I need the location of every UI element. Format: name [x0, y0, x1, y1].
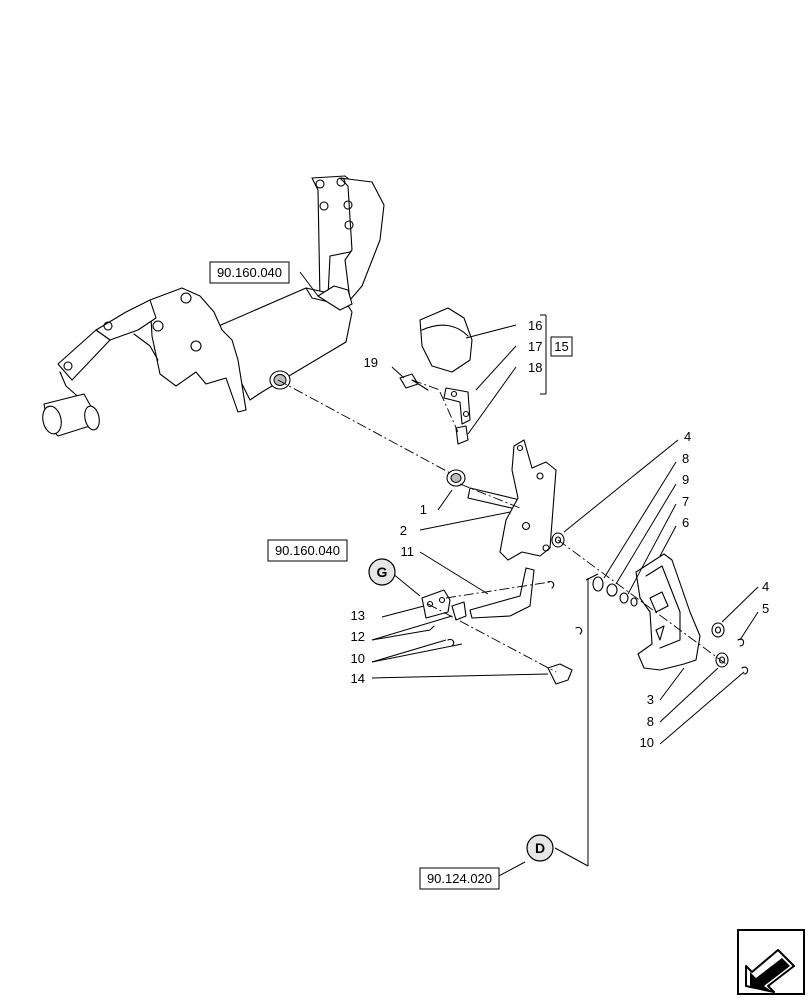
callout-6: 6: [682, 515, 689, 530]
callout-4-top: 4: [684, 429, 691, 444]
callout-10-left: 10: [351, 651, 365, 666]
hardware-left: [421, 589, 573, 685]
callout-12: 12: [351, 629, 365, 644]
reference-box-bottom[interactable]: 90.124.020: [419, 867, 500, 890]
assembly-axes: [277, 379, 727, 673]
washers: [547, 532, 638, 635]
callout-1: 1: [420, 502, 427, 517]
callout-8-top: 8: [682, 451, 689, 466]
callout-16: 16: [528, 318, 542, 333]
group-box-15: 15: [550, 336, 573, 357]
reference-top-text: 90.160.040: [217, 265, 282, 280]
badge-g[interactable]: G: [368, 558, 396, 586]
leader-lines: [299, 271, 759, 879]
callout-13: 13: [351, 608, 365, 623]
sector-plate: [635, 553, 701, 671]
callout-18: 18: [528, 360, 542, 375]
callout-4-right: 4: [762, 579, 769, 594]
callout-14: 14: [351, 671, 365, 686]
group-box-text: 15: [554, 339, 568, 354]
pedal-pad-assembly: [399, 307, 473, 445]
reference-mid-text: 90.160.040: [275, 543, 340, 558]
badge-d[interactable]: D: [526, 834, 554, 862]
callout-8-bottom: 8: [647, 714, 654, 729]
hardware-right: [711, 622, 749, 675]
callout-10-bottom: 10: [640, 735, 654, 750]
badge-g-text: G: [377, 564, 388, 580]
navigation-arrow-icon[interactable]: [737, 929, 805, 995]
reference-box-mid[interactable]: 90.160.040: [267, 539, 348, 562]
callout-9: 9: [682, 472, 689, 487]
callout-5: 5: [762, 601, 769, 616]
callout-7: 7: [682, 494, 689, 509]
reference-bottom-text: 90.124.020: [427, 871, 492, 886]
callout-numbers: 1 2 3 4 4 5 6 7 8 8 9 10 10 11 12 13 14 …: [351, 318, 770, 750]
callout-2: 2: [400, 523, 407, 538]
callout-11: 11: [401, 544, 415, 559]
callout-19: 19: [364, 355, 378, 370]
badge-d-text: D: [535, 840, 545, 856]
lever-shaft-assembly: [446, 439, 557, 619]
reference-box-top[interactable]: 90.160.040: [209, 261, 290, 284]
callout-17: 17: [528, 339, 542, 354]
callout-3: 3: [647, 692, 654, 707]
pedal-bracket-assembly: [42, 175, 385, 437]
